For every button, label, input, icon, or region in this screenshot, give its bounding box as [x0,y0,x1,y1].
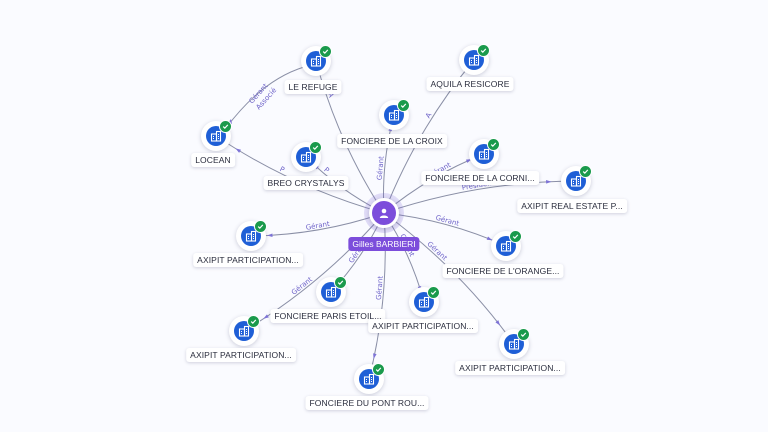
company-node-le-refuge[interactable] [301,45,332,76]
check-icon [372,363,385,376]
edge-arrow [486,236,493,241]
edge-arrow [267,233,273,238]
company-node-axipit-part-4[interactable] [499,328,530,359]
check-icon [397,99,410,112]
check-icon [334,276,347,289]
edge-label: Gérant [435,214,461,228]
company-label[interactable]: AXIPIT REAL ESTATE P... [517,199,627,213]
company-node-fonciere-orange[interactable] [491,230,522,261]
check-icon [219,120,232,133]
center-person-label[interactable]: Gilles BARBIERI [348,237,420,251]
edge-label: P [322,166,330,175]
company-node-fonciere-pont[interactable] [354,363,385,394]
check-icon [309,141,322,154]
edge-arrow [235,148,242,153]
company-node-locean[interactable] [201,120,232,151]
company-label[interactable]: FONCIERE DU PONT ROU... [305,396,429,410]
company-label[interactable]: AXIPIT PARTICIPATION... [193,253,303,267]
edge-aquila [383,59,475,214]
edge-label: Gérant [376,156,386,181]
company-node-aquila[interactable] [459,44,490,75]
edge-label: Gérant [290,275,314,296]
company-label[interactable]: AXIPIT PARTICIPATION... [186,348,296,362]
center-person-node[interactable] [369,198,399,228]
company-label[interactable]: FONCIERE DE LA CROIX [337,134,447,148]
person-icon [372,201,396,225]
edge-arrow [546,180,552,184]
check-icon [254,220,267,233]
check-icon [319,45,332,58]
check-icon [509,230,522,243]
check-icon [487,138,500,151]
check-icon [477,44,490,57]
company-label[interactable]: FONCIERE DE LA CORNI... [421,171,539,185]
company-label[interactable]: FONCIERE DE L'ORANGE... [442,264,564,278]
company-node-breo[interactable] [291,141,322,172]
edge-label: A [326,91,335,98]
edge-arrow [495,320,501,326]
edge-arrow [263,314,269,319]
edge-label: P [278,165,285,174]
company-node-axipit-part-2[interactable] [229,315,260,346]
edge-arrow [373,353,377,359]
edge-axipit-real [383,180,577,214]
edge-locean-le-refuge [225,66,305,129]
company-label[interactable]: LE REFUGE [284,80,342,94]
check-icon [427,286,440,299]
edge-label: Gérant [425,240,448,262]
company-node-axipit-real[interactable] [561,165,592,196]
company-label[interactable]: AQUILA RESICORE [426,77,514,91]
company-label[interactable]: AXIPIT PARTICIPATION... [455,361,565,375]
check-icon [579,165,592,178]
company-label[interactable]: BREO CRYSTALYS [263,176,349,190]
check-icon [247,315,260,328]
company-label[interactable]: AXIPIT PARTICIPATION... [368,319,478,333]
company-node-axipit-part-3[interactable] [409,286,440,317]
check-icon [517,328,530,341]
company-label[interactable]: FONCIERE PARIS ETOIL... [270,309,386,323]
edge-axipit-part-2 [243,212,385,332]
edge-label: Gérant [375,275,385,300]
company-node-fonciere-paris[interactable] [316,276,347,307]
company-label[interactable]: LOCEAN [191,153,235,167]
company-node-axipit-part-1[interactable] [236,220,267,251]
edge-fonciere-pont [368,212,386,380]
company-node-fonciere-croix[interactable] [379,99,410,130]
company-node-fonciere-corni[interactable] [469,138,500,169]
edge-label: A [424,111,433,120]
